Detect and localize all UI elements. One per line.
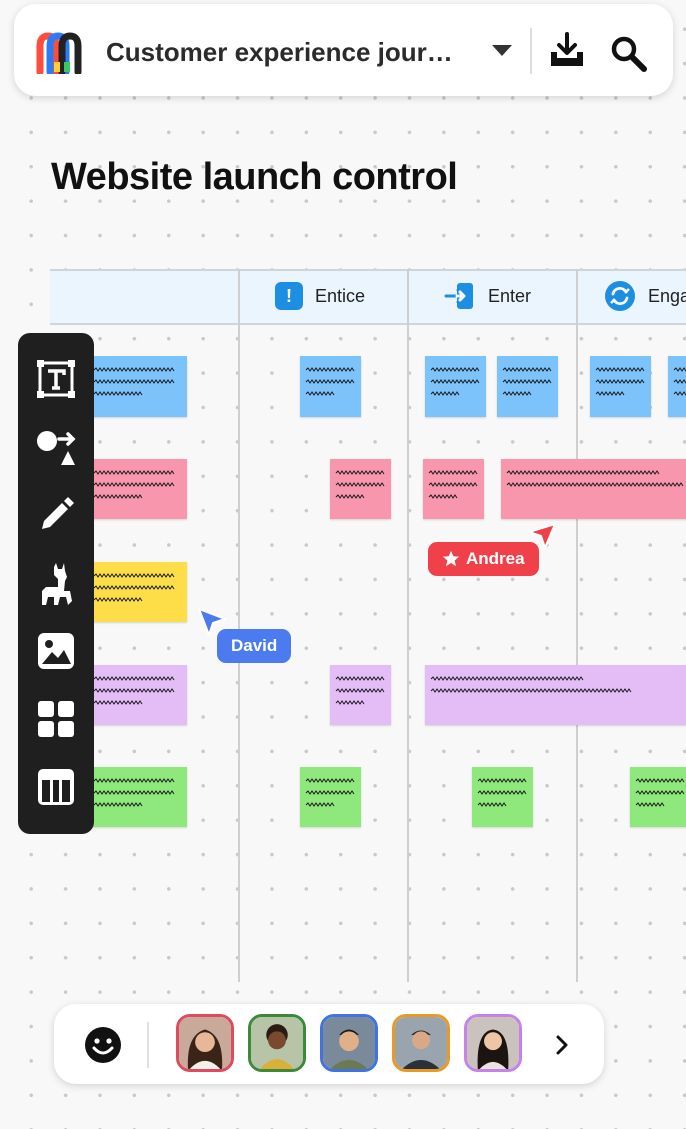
- text-tool[interactable]: [34, 357, 78, 401]
- sticky-note[interactable]: [423, 459, 484, 519]
- templates-tool[interactable]: [34, 697, 78, 741]
- sticky-note[interactable]: [330, 459, 391, 519]
- handwriting-scribble: [93, 573, 175, 602]
- templates-icon: [38, 701, 74, 737]
- avatar[interactable]: [176, 1014, 234, 1072]
- image-tool[interactable]: [34, 629, 78, 673]
- cursor-arrow-david: [198, 608, 226, 636]
- avatar[interactable]: [248, 1014, 306, 1072]
- handwriting-scribble: [477, 778, 527, 807]
- sticky-note[interactable]: [330, 665, 391, 725]
- sticky-note[interactable]: [425, 665, 686, 725]
- left-toolbar: [18, 333, 94, 834]
- handwriting-scribble: [506, 470, 684, 487]
- column-divider: [407, 269, 409, 982]
- image-icon: [38, 633, 74, 669]
- table-icon: [38, 769, 74, 805]
- frame-title: Website launch control: [51, 156, 458, 198]
- cursor-name: David: [231, 636, 278, 655]
- miro-logo-icon[interactable]: [36, 32, 82, 74]
- sticky-note[interactable]: [88, 562, 187, 622]
- cursor-arrow-andrea: [528, 523, 556, 549]
- sticky-note[interactable]: [590, 356, 651, 417]
- sticky-note[interactable]: [472, 767, 533, 827]
- column-header-enter[interactable]: Enter: [444, 280, 531, 312]
- column-header-label: Entice: [315, 285, 366, 306]
- board-title[interactable]: Customer experience jour…: [106, 37, 453, 67]
- avatar[interactable]: [320, 1014, 378, 1072]
- column-divider: [238, 269, 240, 982]
- divider: [147, 1022, 149, 1068]
- sticky-note[interactable]: [425, 356, 486, 417]
- cursor-label-david: David: [217, 629, 292, 663]
- column-header-label: Enter: [488, 285, 532, 306]
- handwriting-scribble: [305, 367, 355, 396]
- column-header-label: Enga: [648, 285, 686, 306]
- text-icon: [37, 360, 75, 398]
- star-icon: [442, 550, 460, 567]
- search-icon[interactable]: [609, 34, 649, 74]
- sticky-note[interactable]: [88, 459, 187, 519]
- handwriting-scribble: [673, 367, 686, 396]
- sticky-note[interactable]: [300, 767, 361, 827]
- cursor-name: Andrea: [466, 549, 525, 568]
- handwriting-scribble: [305, 778, 355, 807]
- refresh-icon: [605, 281, 635, 311]
- sticky-note[interactable]: [630, 767, 686, 827]
- exclamation-icon: !: [275, 282, 303, 310]
- ai-llama-tool[interactable]: [34, 561, 78, 605]
- enter-arrow-icon: [444, 283, 473, 309]
- chevron-right-icon[interactable]: [552, 1034, 572, 1056]
- pen-tool[interactable]: [34, 493, 78, 537]
- collaborators-bar: [54, 1004, 604, 1084]
- shapes-tool[interactable]: [34, 425, 78, 469]
- export-icon[interactable]: [547, 32, 587, 72]
- journey-header-row: [50, 269, 686, 325]
- chevron-down-icon[interactable]: [492, 45, 512, 56]
- emoji-icon[interactable]: [84, 1026, 122, 1064]
- sticky-note[interactable]: [497, 356, 558, 417]
- handwriting-scribble: [428, 470, 478, 499]
- cursor-label-andrea: Andrea: [428, 542, 539, 576]
- table-tool[interactable]: [34, 765, 78, 809]
- handwriting-scribble: [635, 778, 685, 807]
- shapes-icon: [37, 431, 76, 465]
- avatar[interactable]: [464, 1014, 522, 1072]
- sticky-note[interactable]: [300, 356, 361, 417]
- sticky-note[interactable]: [88, 767, 187, 827]
- handwriting-scribble: [93, 778, 175, 807]
- handwriting-scribble: [430, 676, 632, 693]
- sticky-note[interactable]: [88, 356, 187, 417]
- sticky-note[interactable]: [88, 665, 187, 725]
- handwriting-scribble: [430, 367, 480, 396]
- handwriting-scribble: [93, 470, 175, 499]
- handwriting-scribble: [93, 367, 175, 396]
- handwriting-scribble: [595, 367, 645, 396]
- divider: [530, 28, 532, 74]
- handwriting-scribble: [93, 676, 175, 705]
- handwriting-scribble: [335, 676, 385, 705]
- column-header-entice[interactable]: ! Entice: [275, 280, 365, 312]
- avatar[interactable]: [392, 1014, 450, 1072]
- column-divider: [576, 269, 578, 982]
- column-header-engage[interactable]: Enga: [604, 280, 686, 312]
- llama-icon: [42, 563, 72, 605]
- sticky-note[interactable]: [668, 356, 686, 417]
- handwriting-scribble: [335, 470, 385, 499]
- handwriting-scribble: [502, 367, 552, 396]
- pen-icon: [42, 497, 74, 529]
- sticky-note[interactable]: [501, 459, 686, 519]
- top-bar: Customer experience jour…: [14, 4, 673, 96]
